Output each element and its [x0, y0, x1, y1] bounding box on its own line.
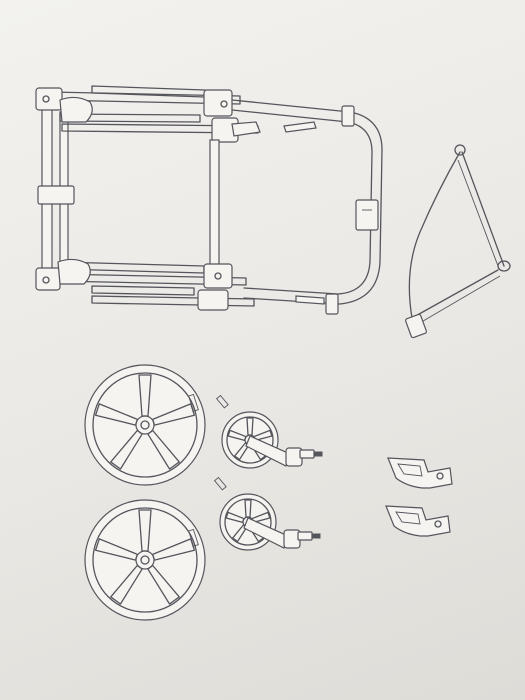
- frame-top-lever: [231, 121, 261, 137]
- frame-handle-joint-bottom: [325, 293, 339, 315]
- frame-handle-tube-outer: [231, 99, 383, 305]
- wheel-spoke: [138, 374, 152, 417]
- canopy-wire-end-ring: [497, 260, 511, 272]
- wheel-brand-mark: [188, 393, 199, 412]
- frame-basket-clip: [295, 295, 325, 305]
- clip-body: [387, 457, 453, 489]
- clip-button: [434, 520, 442, 528]
- frame-brake-pedal: [283, 121, 317, 133]
- swivel-wheel-spoke: [246, 417, 254, 436]
- front-swivel-wheel-1: [215, 394, 323, 469]
- frame-handle-brand-tag: [355, 199, 379, 231]
- frame-top-tube-3: [59, 113, 201, 123]
- clip-1: [387, 457, 453, 489]
- wheel-axle: [140, 555, 150, 565]
- canopy-wire-base-inner: [417, 275, 501, 325]
- frame-handle-tube-inner: [231, 109, 373, 295]
- joint-bolt: [42, 276, 50, 284]
- swivel-stem-tip: [311, 533, 321, 539]
- canopy-wire: [405, 144, 511, 339]
- frame-middle-vertical-tube: [209, 139, 220, 275]
- wheel-spoke: [147, 564, 180, 605]
- frame-bottom-tube-4: [91, 295, 255, 307]
- joint-bolt: [220, 100, 228, 108]
- frame-top-middle-joint: [203, 89, 233, 117]
- rear-wheel-2: [84, 499, 206, 621]
- swivel-fork-arm: [245, 435, 291, 467]
- wheel-spoke: [110, 564, 143, 605]
- swivel-brand-mark: [215, 394, 229, 409]
- frame-top-tube-4: [61, 123, 259, 134]
- stroller-frame: [35, 85, 383, 315]
- swivel-wheel-spoke: [244, 499, 252, 518]
- swivel-wheel-rim: [224, 498, 272, 546]
- clip-slot: [397, 463, 423, 477]
- frame-handle-joint-top: [341, 105, 355, 127]
- canopy-wire-top-ring: [454, 144, 466, 156]
- swivel-wheel-spoke: [225, 511, 245, 524]
- swivel-stem: [299, 449, 315, 459]
- frame-bottom-middle-joint: [203, 263, 233, 289]
- clip-body: [385, 505, 451, 537]
- frame-left-hinge: [37, 185, 75, 205]
- swivel-wheel-spoke: [227, 429, 247, 442]
- front-swivel-wheel-2: [213, 476, 321, 551]
- canopy-wire-base: [411, 269, 499, 319]
- frame-top-left-bracket: [59, 96, 93, 123]
- clip-2: [385, 505, 451, 537]
- wheel-spoke: [151, 538, 196, 561]
- swivel-wheel-rim: [226, 416, 274, 464]
- wheel-spoke: [94, 403, 139, 426]
- canopy-wire-strap: [461, 151, 505, 267]
- swivel-fork-arm: [243, 517, 289, 549]
- clip-button: [436, 472, 444, 480]
- swivel-brand-mark: [213, 476, 227, 491]
- wheel-rim: [92, 372, 198, 478]
- wheel-rim: [92, 507, 198, 613]
- clip-slot: [395, 511, 421, 525]
- wheel-spoke: [110, 429, 143, 470]
- joint-bolt: [42, 95, 50, 103]
- wheel-spoke: [94, 538, 139, 561]
- rear-wheel-1: [84, 364, 206, 486]
- wheel-axle: [140, 420, 150, 430]
- frame-bottom-left-bracket: [57, 258, 91, 285]
- frame-seat-hinge-bottom: [197, 289, 229, 311]
- swivel-stem-tip: [313, 451, 323, 457]
- wheel-brand-mark: [188, 528, 199, 547]
- wheel-spoke: [147, 429, 180, 470]
- canopy-wire-arc: [408, 151, 461, 319]
- wheel-spoke: [138, 509, 152, 552]
- wheel-spoke: [151, 403, 196, 426]
- canopy-wire-clip: [405, 313, 427, 339]
- frame-bottom-tube-3: [91, 285, 195, 296]
- canopy-wire-strap-inner: [457, 159, 499, 267]
- frame-bottom-left-joint: [35, 267, 61, 291]
- swivel-stem: [297, 531, 313, 541]
- joint-bolt: [214, 272, 222, 280]
